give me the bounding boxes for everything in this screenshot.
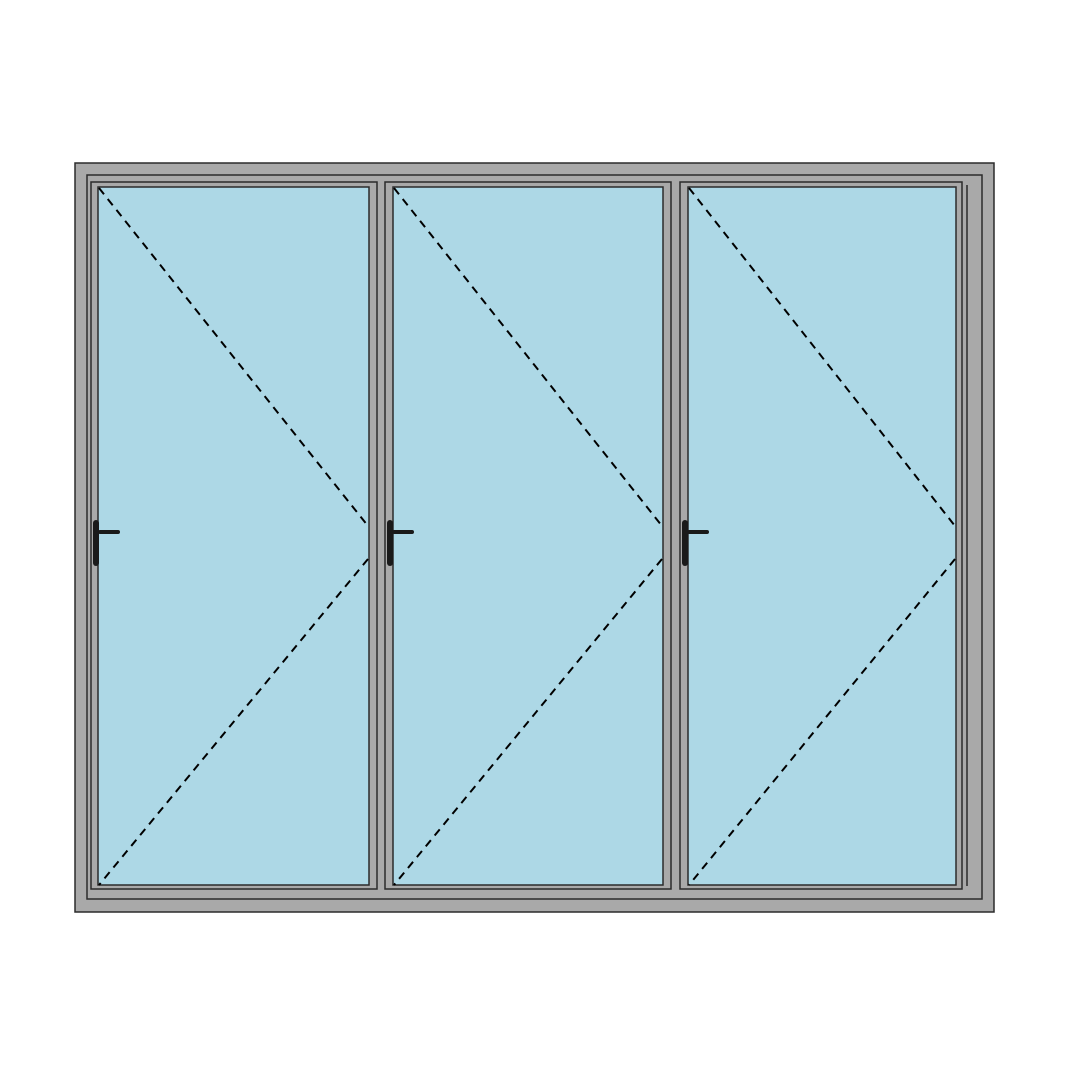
panel-1-handle-plate — [93, 520, 99, 566]
panel-1-swing-line-upper — [98, 187, 369, 527]
panel-3-swing-line-upper — [688, 187, 956, 527]
panel-3-handle-lever — [687, 530, 709, 534]
panel-2-glass — [392, 186, 664, 886]
panel-1-glass — [97, 186, 370, 886]
panels-group — [90, 181, 963, 890]
panel-2 — [384, 181, 672, 890]
panel-1-handle-lever — [98, 530, 120, 534]
panel-3-swing-line-lower — [688, 558, 956, 886]
panel-1 — [90, 181, 378, 890]
panel-3-glass — [687, 186, 957, 886]
panel-1-swing-line-lower — [98, 558, 369, 886]
panel-2-handle-lever — [392, 530, 414, 534]
panel-2-handle-plate — [387, 520, 393, 566]
panel-3-handle-icon — [682, 520, 709, 566]
panel-2-handle-icon — [387, 520, 414, 566]
panel-2-swing-line-upper — [393, 187, 663, 527]
panel-2-swing-line-lower — [393, 558, 663, 886]
panel-3 — [679, 181, 963, 890]
panel-3-handle-plate — [682, 520, 688, 566]
panel-1-handle-icon — [93, 520, 120, 566]
